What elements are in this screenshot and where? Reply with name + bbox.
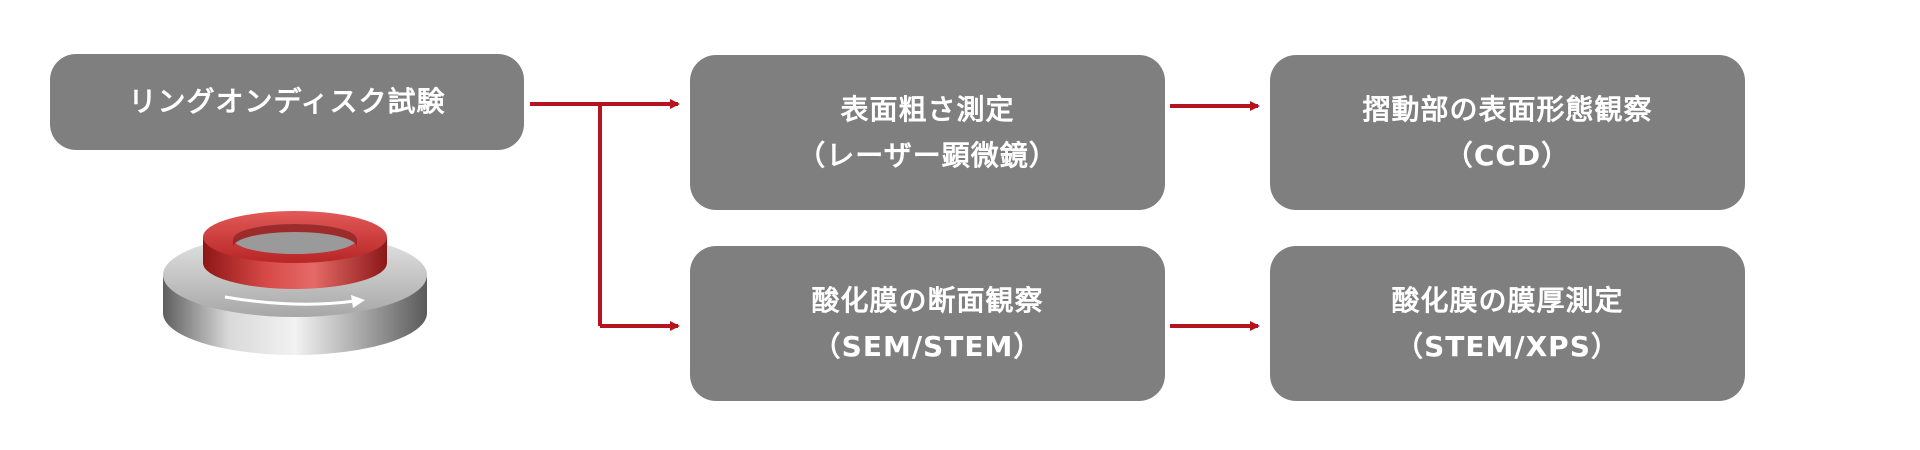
start-box-ring-on-disk-test: リングオンディスク試験 <box>50 54 524 150</box>
oxide-thickness-title: 酸化膜の膜厚測定 <box>1391 283 1624 317</box>
oxide-cross-section-method: （SEM/STEM） <box>812 329 1043 363</box>
oxide-cross-section-box: 酸化膜の断面観察 （SEM/STEM） <box>690 246 1165 401</box>
surface-roughness-method: （レーザー顕微鏡） <box>797 138 1058 172</box>
sliding-surface-method: （CCD） <box>1444 138 1571 172</box>
sliding-surface-title: 摺動部の表面形態観察 <box>1362 92 1653 126</box>
oxide-thickness-box: 酸化膜の膜厚測定 （STEM/XPS） <box>1270 246 1745 401</box>
start-box-label: リングオンディスク試験 <box>128 85 446 118</box>
oxide-thickness-method: （STEM/XPS） <box>1395 329 1620 363</box>
surface-roughness-box: 表面粗さ測定 （レーザー顕微鏡） <box>690 55 1165 210</box>
ring-on-disk-icon <box>163 211 427 355</box>
sliding-surface-box: 摺動部の表面形態観察 （CCD） <box>1270 55 1745 210</box>
surface-roughness-title: 表面粗さ測定 <box>840 92 1015 126</box>
oxide-cross-section-title: 酸化膜の断面観察 <box>811 283 1044 317</box>
